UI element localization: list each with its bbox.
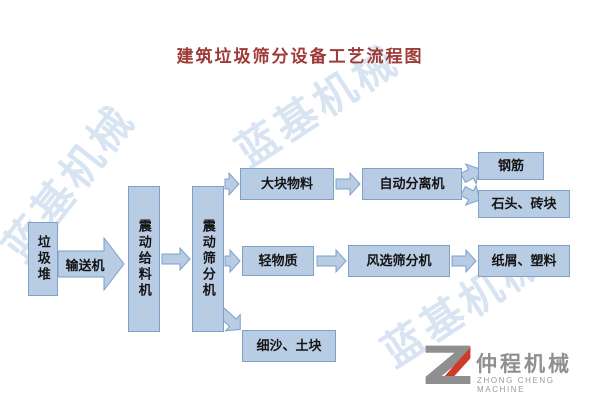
node-large-material: 大块物料 — [240, 168, 334, 200]
arrow-large-to-separator — [335, 171, 361, 197]
node-vibrating-screen: 震动筛分机 — [192, 186, 224, 332]
arrow-screen-to-large — [224, 171, 240, 197]
brand-z-icon — [425, 345, 471, 384]
brand-logo: 仲程机械 ZHONG CHENG MACHINE — [424, 336, 594, 396]
node-garbage-pile: 垃圾堆 — [28, 222, 58, 296]
arrow-feeder-to-screen — [161, 246, 191, 272]
node-air-screen: 风选筛分机 — [348, 245, 450, 277]
node-auto-separator: 自动分离机 — [362, 168, 462, 200]
node-light-material: 轻物质 — [242, 246, 314, 276]
arrow-airscreen-to-paper — [451, 248, 477, 274]
node-paper-plastic: 纸屑、塑料 — [478, 245, 570, 277]
node-fine-sand: 细沙、土块 — [242, 330, 336, 362]
node-stone-brick: 石头、砖块 — [478, 190, 570, 218]
conveyor-label: 输送机 — [65, 258, 105, 273]
node-steel-rebar: 钢筋 — [478, 152, 544, 180]
node-vibrating-feeder: 震动给料机 — [128, 186, 160, 332]
arrow-light-to-airscreen — [316, 248, 347, 274]
arrow-screen-to-light — [224, 248, 241, 274]
arrow-separator-to-steel — [459, 163, 481, 185]
brand-name: 仲程机械 — [476, 353, 572, 376]
arrow-conveyor — [57, 236, 125, 292]
brand-subtitle: ZHONG CHENG MACHINE — [477, 376, 555, 394]
diagram-title: 建筑垃圾筛分设备工艺流程图 — [176, 47, 424, 66]
